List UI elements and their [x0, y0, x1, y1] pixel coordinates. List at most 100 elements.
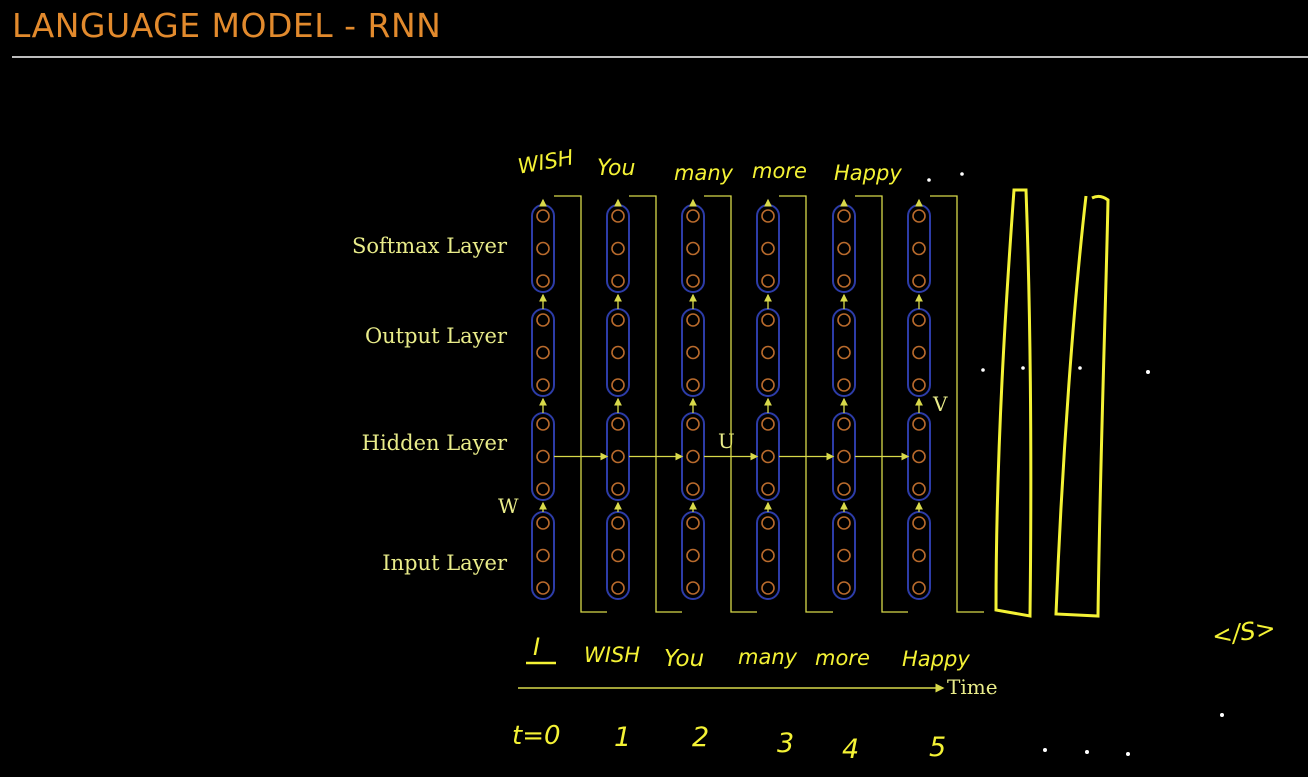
slide-title: LANGUAGE MODEL - RNN [12, 6, 442, 45]
hidden-layer-cell [606, 412, 630, 501]
time-step-column-5 [907, 198, 931, 600]
neuron [761, 209, 775, 223]
neuron [686, 449, 700, 464]
neuron [761, 482, 775, 496]
time-step-5: 5 [929, 732, 946, 763]
neuron [912, 209, 926, 223]
neuron [611, 449, 625, 464]
neuron [536, 482, 550, 496]
neuron [611, 482, 625, 496]
time-step-column-4 [832, 198, 856, 600]
neuron [686, 313, 700, 327]
output-to-next-input-line [779, 195, 833, 613]
neuron [536, 581, 550, 595]
output-to-next-input-line [629, 195, 682, 613]
neuron [686, 417, 700, 431]
neuron [686, 378, 700, 392]
neuron [912, 516, 926, 530]
neuron [611, 345, 625, 360]
neuron [837, 345, 851, 360]
hidden-layer-cell [756, 412, 780, 501]
input-layer-cell [531, 511, 555, 600]
neuron [761, 313, 775, 327]
input-layer-cell [832, 511, 856, 600]
weight-w-label: W [498, 494, 519, 518]
neuron [912, 241, 926, 256]
hidden-layer-label: Hidden Layer [362, 431, 508, 455]
neuron [611, 417, 625, 431]
neuron [536, 241, 550, 256]
time-step-2: 2 [692, 722, 709, 753]
neuron [761, 274, 775, 288]
neuron [912, 482, 926, 496]
neuron [761, 345, 775, 360]
ellipsis-dot [927, 178, 931, 182]
neuron [761, 241, 775, 256]
neuron [686, 482, 700, 496]
neuron [536, 313, 550, 327]
output-word-4: more [752, 159, 807, 183]
time-step-0: t=0 [512, 721, 561, 751]
neuron [536, 516, 550, 530]
output-to-next-input-line [554, 195, 607, 613]
input-layer-cell [756, 511, 780, 600]
handwritten-dot [1146, 370, 1150, 374]
softmax-layer-cell [832, 204, 856, 293]
handwritten-extra-column-1 [994, 188, 1033, 618]
neuron [536, 449, 550, 464]
output-layer-cell [832, 308, 856, 397]
neuron [611, 274, 625, 288]
neuron [611, 548, 625, 563]
neuron [686, 345, 700, 360]
neuron [837, 417, 851, 431]
output-to-next-input-line [704, 195, 757, 613]
neuron [912, 581, 926, 595]
neuron [611, 516, 625, 530]
time-step-column-3 [756, 198, 780, 600]
output-feedback-lines [554, 195, 984, 613]
handwritten-dot [981, 368, 985, 372]
handwritten-dot [1021, 366, 1025, 370]
neuron [912, 449, 926, 464]
output-layer-cell [531, 308, 555, 397]
output-layer-cell [756, 308, 780, 397]
neuron [837, 548, 851, 563]
input-layer-cell [606, 511, 630, 600]
time-step-column-0 [531, 198, 555, 600]
softmax-layer-cell [606, 204, 630, 293]
output-word-2: You [597, 156, 635, 181]
hidden-layer-cell [681, 412, 705, 501]
time-step-4: 4 [842, 734, 859, 765]
input-layer-cell [681, 511, 705, 600]
neuron [837, 449, 851, 464]
neuron [761, 378, 775, 392]
neuron [536, 274, 550, 288]
neuron [912, 378, 926, 392]
neuron [536, 345, 550, 360]
input-word-5: Happy [902, 647, 970, 671]
output-to-next-input-line [930, 195, 984, 613]
softmax-layer-cell [681, 204, 705, 293]
neuron [536, 417, 550, 431]
neuron [912, 313, 926, 327]
neuron [837, 482, 851, 496]
ellipsis-dot [960, 172, 964, 176]
neuron [912, 417, 926, 431]
output-word-5: Happy [834, 161, 902, 185]
output-layer-cell [907, 308, 931, 397]
output-to-next-input-line [855, 195, 908, 613]
neuron [837, 209, 851, 223]
ellipsis-dot [1043, 748, 1047, 752]
ellipsis-dot [1085, 750, 1089, 754]
output-layer-label: Output Layer [365, 324, 508, 348]
neuron [761, 449, 775, 464]
neuron [761, 516, 775, 530]
output-layer-cell [606, 308, 630, 397]
input-word-1: WISH [584, 643, 640, 667]
neuron [761, 581, 775, 595]
softmax-layer-cell [907, 204, 931, 293]
ellipsis-dot [1220, 713, 1224, 717]
neuron [837, 241, 851, 256]
neuron [686, 274, 700, 288]
